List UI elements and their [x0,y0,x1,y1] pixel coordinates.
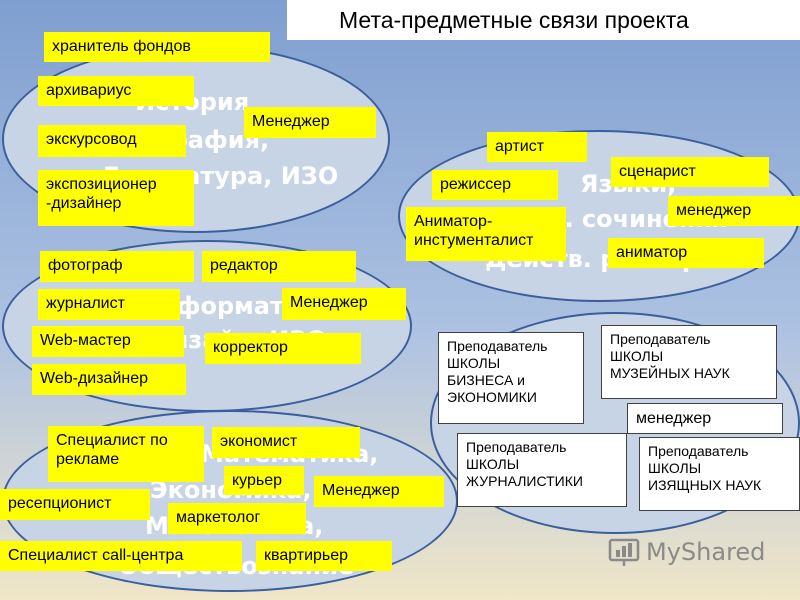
label-ad-specialist: Специалист по рекламе [48,426,204,482]
label-manager2: Менеджер [282,288,406,320]
watermark-text: MyShared [646,538,766,566]
label-guide: экскурсовод [38,125,186,157]
school-arts-box: Преподаватель ШКОЛЫ ИЗЯЩНЫХ НАУК [639,437,800,511]
label-receptionist: ресепционист [0,489,150,520]
school-business-box: Преподаватель ШКОЛЫ БИЗНЕСА и ЭКОНОМИКИ [438,332,584,424]
myshared-logo-icon [608,538,640,566]
label-animator-instrumentalist: Аниматор- инстументалист [406,207,566,261]
label-screenwriter: сценарист [611,157,769,187]
label-artist: артист [487,132,587,162]
label-photographer: фотограф [40,251,194,282]
title-box: Мета-предметные связи проекта [287,0,800,40]
label-manager1: Менеджер [244,107,376,138]
label-animator: аниматор [608,238,764,268]
label-exhibitor: экспозиционер -дизайнер [38,170,194,226]
label-callcenter: Специалист call-центра [0,541,242,571]
label-keeper: хранитель фондов [44,32,270,62]
label-marketer: маркетолог [168,503,306,534]
label-manager3: Менеджер [314,476,444,507]
label-manager-right: менеджер [668,196,800,226]
label-journalist: журналист [38,289,180,320]
label-economist: экономист [212,427,360,458]
school-manager-box: менеджер [627,403,783,434]
label-corrector: корректор [205,333,361,364]
label-webmaster: Web-мастер [32,326,184,357]
label-editor: редактор [202,251,356,282]
label-courier: курьер [224,466,304,495]
label-webdesigner: Web-дизайнер [32,364,186,395]
page-title: Мета-предметные связи проекта [339,7,689,33]
school-museum-box: Преподаватель ШКОЛЫ МУЗЕЙНЫХ НАУК [601,325,777,399]
label-archivist: архивариус [38,76,194,106]
watermark: MyShared [608,536,765,568]
label-quartermaster: квартирьер [256,541,392,571]
label-director: режиссер [432,170,558,200]
school-journalism-box: Преподаватель ШКОЛЫ ЖУРНАЛИСТИКИ [457,433,627,507]
